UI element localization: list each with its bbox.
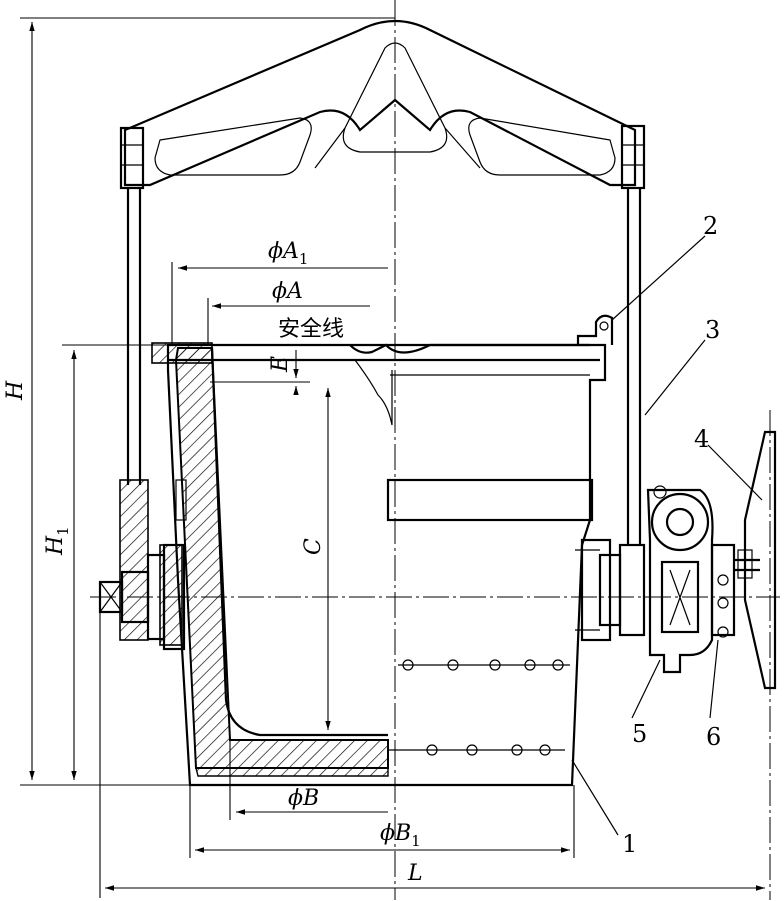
label-h1: H1 [43,526,72,556]
pouring-lug [576,314,614,345]
label-l: L [407,861,423,886]
label-phi-b: ϕB [288,786,319,811]
part-6: 6 [706,723,721,751]
lifting-bail [123,0,637,900]
hanger-rods [119,124,646,637]
part-3: 3 [705,316,720,344]
dimension-lines [20,17,765,898]
part-1: 1 [622,830,637,858]
part-2: 2 [703,212,718,240]
tilting-gear [575,410,777,900]
label-phi-b1: ϕB1 [380,821,421,850]
label-phi-a: ϕA [272,279,303,304]
part-4: 4 [694,425,709,453]
shell-rivets [388,659,570,756]
refractory-lining [119,342,389,777]
label-safety-line: 安全线 [278,317,344,342]
part-numbers: 2 3 4 5 6 1 [622,212,721,858]
dimension-labels: ϕA1 ϕA 安全线 E H H1 C ϕB ϕB1 L [3,239,423,886]
label-h: H [3,380,28,401]
label-c: C [301,538,326,555]
part-5: 5 [632,720,647,748]
label-phi-a1: ϕA1 [268,239,308,268]
label-e: E [268,356,293,373]
